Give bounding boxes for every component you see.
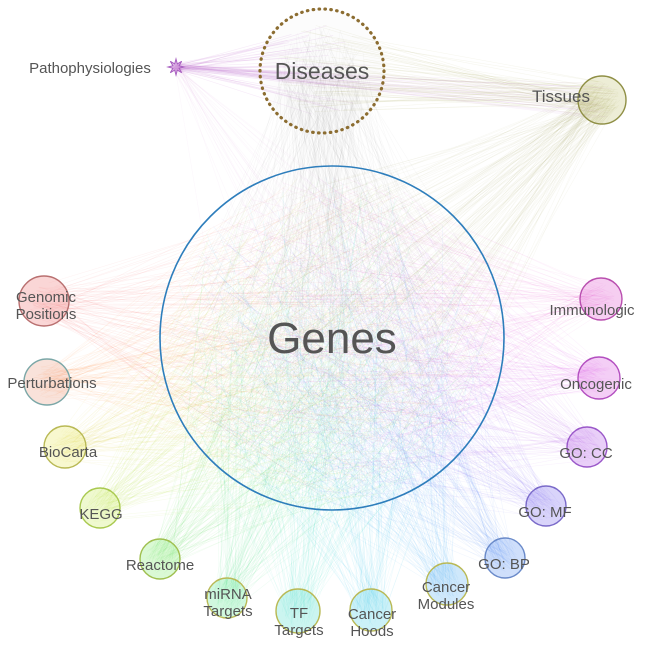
node-go_cc[interactable] (566, 426, 608, 468)
edges-diseases-tissues (278, 24, 619, 116)
edges-tissues-genes (172, 82, 621, 495)
nodes (18, 7, 627, 634)
label-oncogenic: Oncogenic (560, 376, 632, 393)
edges-genomic_positions-genes (26, 186, 467, 502)
node-tf_targets[interactable] (275, 588, 321, 634)
node-oncogenic[interactable] (577, 356, 621, 400)
node-mirna_targets[interactable] (206, 577, 248, 619)
edges-biocarta-genes (49, 178, 494, 497)
label-biocarta: BioCarta (39, 444, 98, 461)
node-labels: Genes Diseases PathophysiologiesTissuesImm… (7, 58, 635, 640)
node-genomic_positions[interactable] (18, 275, 70, 327)
label-tissues: Tissues (532, 87, 590, 106)
label-kegg: KEGG (79, 506, 122, 523)
edges-immunologic-genes (177, 178, 615, 492)
node-go_bp[interactable] (484, 537, 526, 579)
node-genes[interactable] (159, 165, 505, 511)
edges-mirna_targets-genes (192, 197, 472, 613)
edges-tf_targets-genes (178, 182, 487, 627)
edges-pathophysiologies-genes (172, 63, 474, 494)
edges-go_cc-genes (179, 177, 602, 494)
edges-go_mf-genes (194, 178, 561, 521)
node-perturbations[interactable] (23, 358, 71, 406)
node-kegg[interactable] (79, 487, 121, 529)
node-immunologic[interactable] (579, 277, 623, 321)
label-reactome: Reactome (126, 557, 194, 574)
edges-cancer_modules-genes (183, 176, 474, 600)
node-cancer_modules[interactable] (425, 562, 469, 606)
node-go_mf[interactable] (525, 485, 567, 527)
node-tissues[interactable] (577, 75, 627, 125)
edges-pathophysiologies-tissues (172, 64, 616, 119)
edges-pathophysiologies-diseases (172, 25, 371, 115)
label-perturbations: Perturbations (7, 375, 96, 392)
edges-perturbations-genes (30, 186, 490, 497)
edges-kegg-genes (84, 181, 489, 522)
edges-reactome-genes (145, 177, 491, 574)
edges-oncogenic-genes (171, 177, 613, 476)
label-pathophysiologies: Pathophysiologies (29, 60, 151, 77)
node-diseases[interactable] (258, 7, 386, 135)
label-immunologic: Immunologic (549, 302, 635, 319)
edges-go_bp-genes (170, 197, 517, 572)
node-reactome[interactable] (139, 538, 181, 580)
label-go_cc: GO: CC (559, 445, 613, 462)
node-cancer_hoods[interactable] (349, 588, 393, 632)
label-go_mf: GO: MF (518, 504, 571, 521)
label-genes: Genes (267, 314, 397, 363)
node-pathophysiologies[interactable] (166, 57, 186, 77)
edges-cancer_hoods-genes (181, 177, 492, 626)
node-biocarta[interactable] (43, 425, 87, 469)
label-go_bp: GO: BP (478, 556, 530, 573)
edge-bundles (26, 24, 621, 627)
label-diseases: Diseases (275, 58, 370, 84)
